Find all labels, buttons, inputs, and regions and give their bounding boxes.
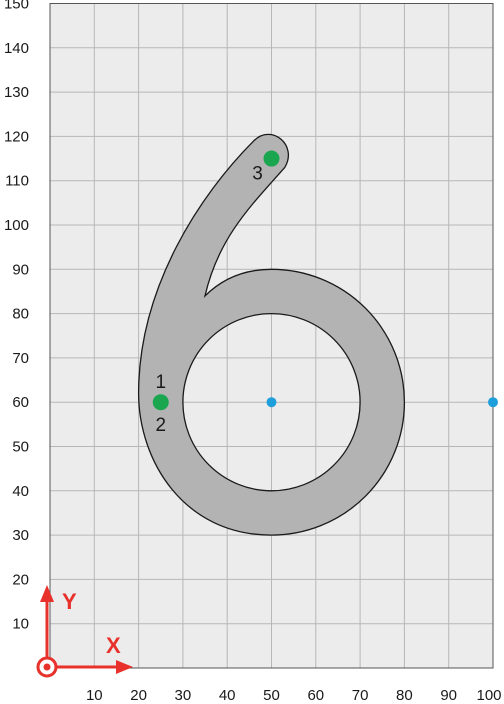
toolpath-points: [152, 150, 280, 411]
x-tick-label: 40: [219, 687, 236, 704]
x-tick-label: 20: [130, 687, 147, 704]
reference-points: [266, 397, 498, 408]
toolpath-point: [152, 394, 169, 411]
grid-border: [49, 3, 494, 669]
x-tick-label: 10: [86, 687, 103, 704]
y-tick-label: 70: [12, 350, 29, 367]
x-axis-arrowhead: [116, 660, 133, 674]
y-axis-label: Y: [62, 589, 77, 614]
y-axis-arrowhead: [40, 585, 54, 602]
x-tick-label: 60: [307, 687, 324, 704]
reference-point: [266, 397, 277, 408]
y-tick-label: 40: [12, 483, 29, 500]
y-tick-label: 110: [5, 173, 29, 190]
x-tick-label: 70: [352, 687, 369, 704]
y-tick-label: 60: [12, 394, 29, 411]
x-axis-tick-labels: 10 20 30 40 50 60 70 80 90 100: [86, 687, 502, 704]
x-tick-label: 100: [476, 687, 501, 704]
y-tick-label: 80: [12, 306, 29, 323]
digit-six-shape: [137, 133, 406, 536]
y-tick-label: 20: [12, 571, 29, 588]
origin-center-dot: [43, 663, 51, 671]
x-tick-label: 80: [396, 687, 413, 704]
point-label-2: 2: [155, 415, 166, 436]
x-tick-label: 30: [175, 687, 192, 704]
y-tick-label: 140: [4, 40, 29, 57]
y-tick-label: 10: [12, 616, 29, 633]
y-tick-label: 120: [4, 128, 29, 145]
y-tick-label: 90: [12, 261, 29, 278]
y-tick-label: 130: [4, 84, 29, 101]
toolpath-point: [263, 150, 280, 167]
reference-point: [488, 397, 498, 408]
coordinate-axes: X Y: [36, 585, 133, 678]
y-tick-label: 150: [4, 0, 29, 13]
point-labels: 1 2 3: [155, 164, 262, 437]
x-tick-label: 90: [440, 687, 457, 704]
grid-lines: [49, 3, 494, 669]
y-tick-label: 30: [12, 527, 29, 544]
x-axis-label: X: [106, 633, 121, 658]
point-label-3: 3: [252, 164, 263, 185]
y-axis-tick-labels: 10 20 30 40 50 60 70 80 90 100 110 120 130 140 150: [4, 0, 29, 633]
point-label-1: 1: [155, 372, 166, 393]
y-tick-label: 100: [4, 217, 29, 234]
x-tick-label: 50: [263, 687, 280, 704]
y-tick-label: 50: [12, 439, 29, 456]
